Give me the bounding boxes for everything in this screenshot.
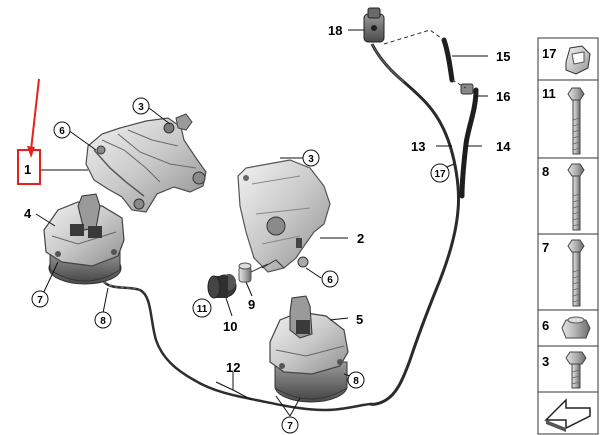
engine-mount-left-part[interactable]: [43, 193, 125, 285]
sidebar-item-7[interactable]: 7: [542, 239, 585, 307]
sidebar-item-label: 3: [542, 354, 549, 369]
circled-callouts: [31, 97, 450, 434]
vacuum-connector-18[interactable]: [363, 7, 385, 43]
callout-15: 15: [496, 49, 510, 64]
callout-6a: 6: [59, 126, 65, 137]
long-bolt-icon: [567, 163, 585, 231]
callout-4: 4: [24, 206, 32, 221]
sidebar-item-label: 6: [542, 318, 549, 333]
leader-lines: [35, 29, 488, 417]
vacuum-line-13[interactable]: [369, 43, 460, 406]
callout-14: 14: [496, 139, 511, 154]
sidebar-item-label: 7: [542, 240, 549, 255]
highlight-arrow: [27, 78, 40, 158]
callout-1: 1: [24, 162, 31, 177]
sidebar-item-label: 17: [542, 46, 556, 61]
sidebar-item-6[interactable]: 6: [542, 316, 591, 339]
callout-2: 2: [357, 231, 364, 246]
bushing-part[interactable]: [207, 274, 237, 299]
vacuum-hose-14[interactable]: [459, 87, 479, 199]
support-bracket-part[interactable]: [237, 159, 331, 273]
callout-17: 17: [434, 169, 446, 180]
callout-18: 18: [328, 23, 342, 38]
sensor-cable-left: [103, 281, 373, 412]
nut-icon: [561, 316, 591, 339]
small-parts-sidebar: [537, 37, 599, 435]
callout-8b: 8: [353, 376, 359, 387]
callout-8a: 8: [100, 316, 106, 327]
sidebar-item-orientation: [544, 398, 591, 432]
callout-11: 11: [197, 304, 208, 315]
callout-3a: 3: [138, 102, 144, 113]
callout-7a: 7: [37, 295, 43, 306]
sidebar-item-11[interactable]: 11: [542, 86, 585, 155]
callout-13: 13: [411, 139, 425, 154]
callout-7b: 7: [287, 421, 293, 432]
clip-icon: [565, 45, 591, 75]
spacer-part[interactable]: [238, 262, 252, 283]
callout-9: 9: [248, 297, 255, 312]
callout-5: 5: [356, 312, 363, 327]
callout-10: 10: [223, 319, 237, 334]
short-bolt-icon: [565, 351, 587, 389]
vacuum-hose-15[interactable]: [441, 37, 455, 83]
hose-clamp-16[interactable]: [460, 83, 474, 95]
long-bolt-icon: [567, 239, 585, 307]
callout-6b: 6: [327, 275, 333, 286]
sidebar-item-label: 11: [542, 86, 556, 101]
long-bolt-icon: [567, 87, 585, 155]
callout-16: 16: [496, 89, 510, 104]
engine-mount-right-part[interactable]: [269, 295, 349, 403]
engine-bracket-part[interactable]: [85, 113, 207, 213]
dashed-connector-lines: [383, 29, 467, 89]
callout-12: 12: [226, 360, 240, 375]
sidebar-item-8[interactable]: 8: [542, 163, 585, 231]
sidebar-item-label: 8: [542, 164, 549, 179]
sidebar-item-17[interactable]: 17: [542, 45, 591, 75]
callout-3b: 3: [308, 154, 314, 165]
orientation-arrow-icon: [544, 398, 591, 432]
highlight-box: [17, 149, 41, 185]
sidebar-item-3[interactable]: 3: [542, 351, 587, 389]
